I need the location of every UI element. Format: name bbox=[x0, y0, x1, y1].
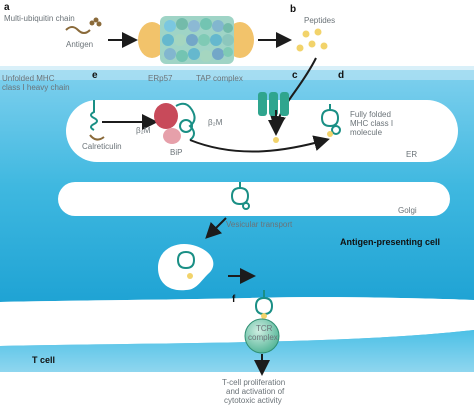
mhc-molecule-icon bbox=[230, 182, 250, 210]
label-outcome-3: cytotoxic activity bbox=[224, 396, 282, 405]
calreticulin-icon bbox=[89, 134, 105, 141]
label-antigen: Antigen bbox=[66, 40, 94, 49]
label-b2m-2: β₂M bbox=[208, 118, 223, 127]
label-unfolded-mhc: Unfolded MHC bbox=[2, 74, 55, 83]
label-fully-folded-1: Fully folded bbox=[350, 110, 391, 119]
panel-label-b: b bbox=[290, 4, 297, 15]
tcr-complex-icon bbox=[244, 318, 280, 354]
panel-label-a: a bbox=[4, 2, 10, 13]
mhc-molecule-icon bbox=[176, 251, 196, 279]
label-outcome-1: T-cell proliferation bbox=[222, 378, 286, 387]
label-multi-ubiquitin-chain: Multi-ubiquitin chain bbox=[4, 14, 75, 23]
tap-transporter-icon bbox=[258, 92, 289, 116]
antigen-icon bbox=[65, 17, 102, 34]
label-er: ER bbox=[406, 150, 418, 159]
label-fully-folded-3: molecule bbox=[350, 128, 383, 137]
label-golgi: Golgi bbox=[398, 206, 417, 215]
label-unfolded-mhc-2: class I heavy chain bbox=[2, 83, 70, 92]
peptide-icon bbox=[296, 28, 328, 52]
label-antigen-presenting-cell: Antigen-presenting cell bbox=[340, 237, 441, 247]
chaperone-complex-icon bbox=[154, 102, 196, 144]
mhc-molecule-icon bbox=[254, 290, 274, 319]
proteasome-icon bbox=[138, 16, 254, 64]
label-vesicular-transport: Vesicular transport bbox=[226, 220, 293, 229]
label-tcr-2: complex bbox=[248, 333, 278, 342]
label-outcome-2: and activation of bbox=[226, 387, 285, 396]
panel-label-c: c bbox=[292, 70, 298, 81]
golgi-compartment bbox=[58, 182, 450, 216]
label-t-cell: T cell bbox=[32, 355, 56, 365]
label-tap-complex: TAP complex bbox=[196, 74, 243, 83]
label-tcr-1: TCR bbox=[256, 324, 273, 333]
label-calreticulin: Calreticulin bbox=[82, 142, 122, 151]
mhc-heavy-chain-icon bbox=[90, 100, 98, 131]
mhc-molecule-icon bbox=[320, 104, 341, 137]
label-erp57: ERp57 bbox=[148, 74, 173, 83]
panel-label-f: f bbox=[232, 294, 236, 305]
panel-label-e: e bbox=[92, 70, 98, 81]
panel-label-d: d bbox=[338, 70, 345, 81]
label-bip: BiP bbox=[170, 148, 183, 157]
label-fully-folded-2: MHC class I bbox=[350, 119, 394, 128]
label-peptides: Peptides bbox=[304, 16, 336, 25]
label-b2m-1: β₂M bbox=[136, 126, 151, 135]
